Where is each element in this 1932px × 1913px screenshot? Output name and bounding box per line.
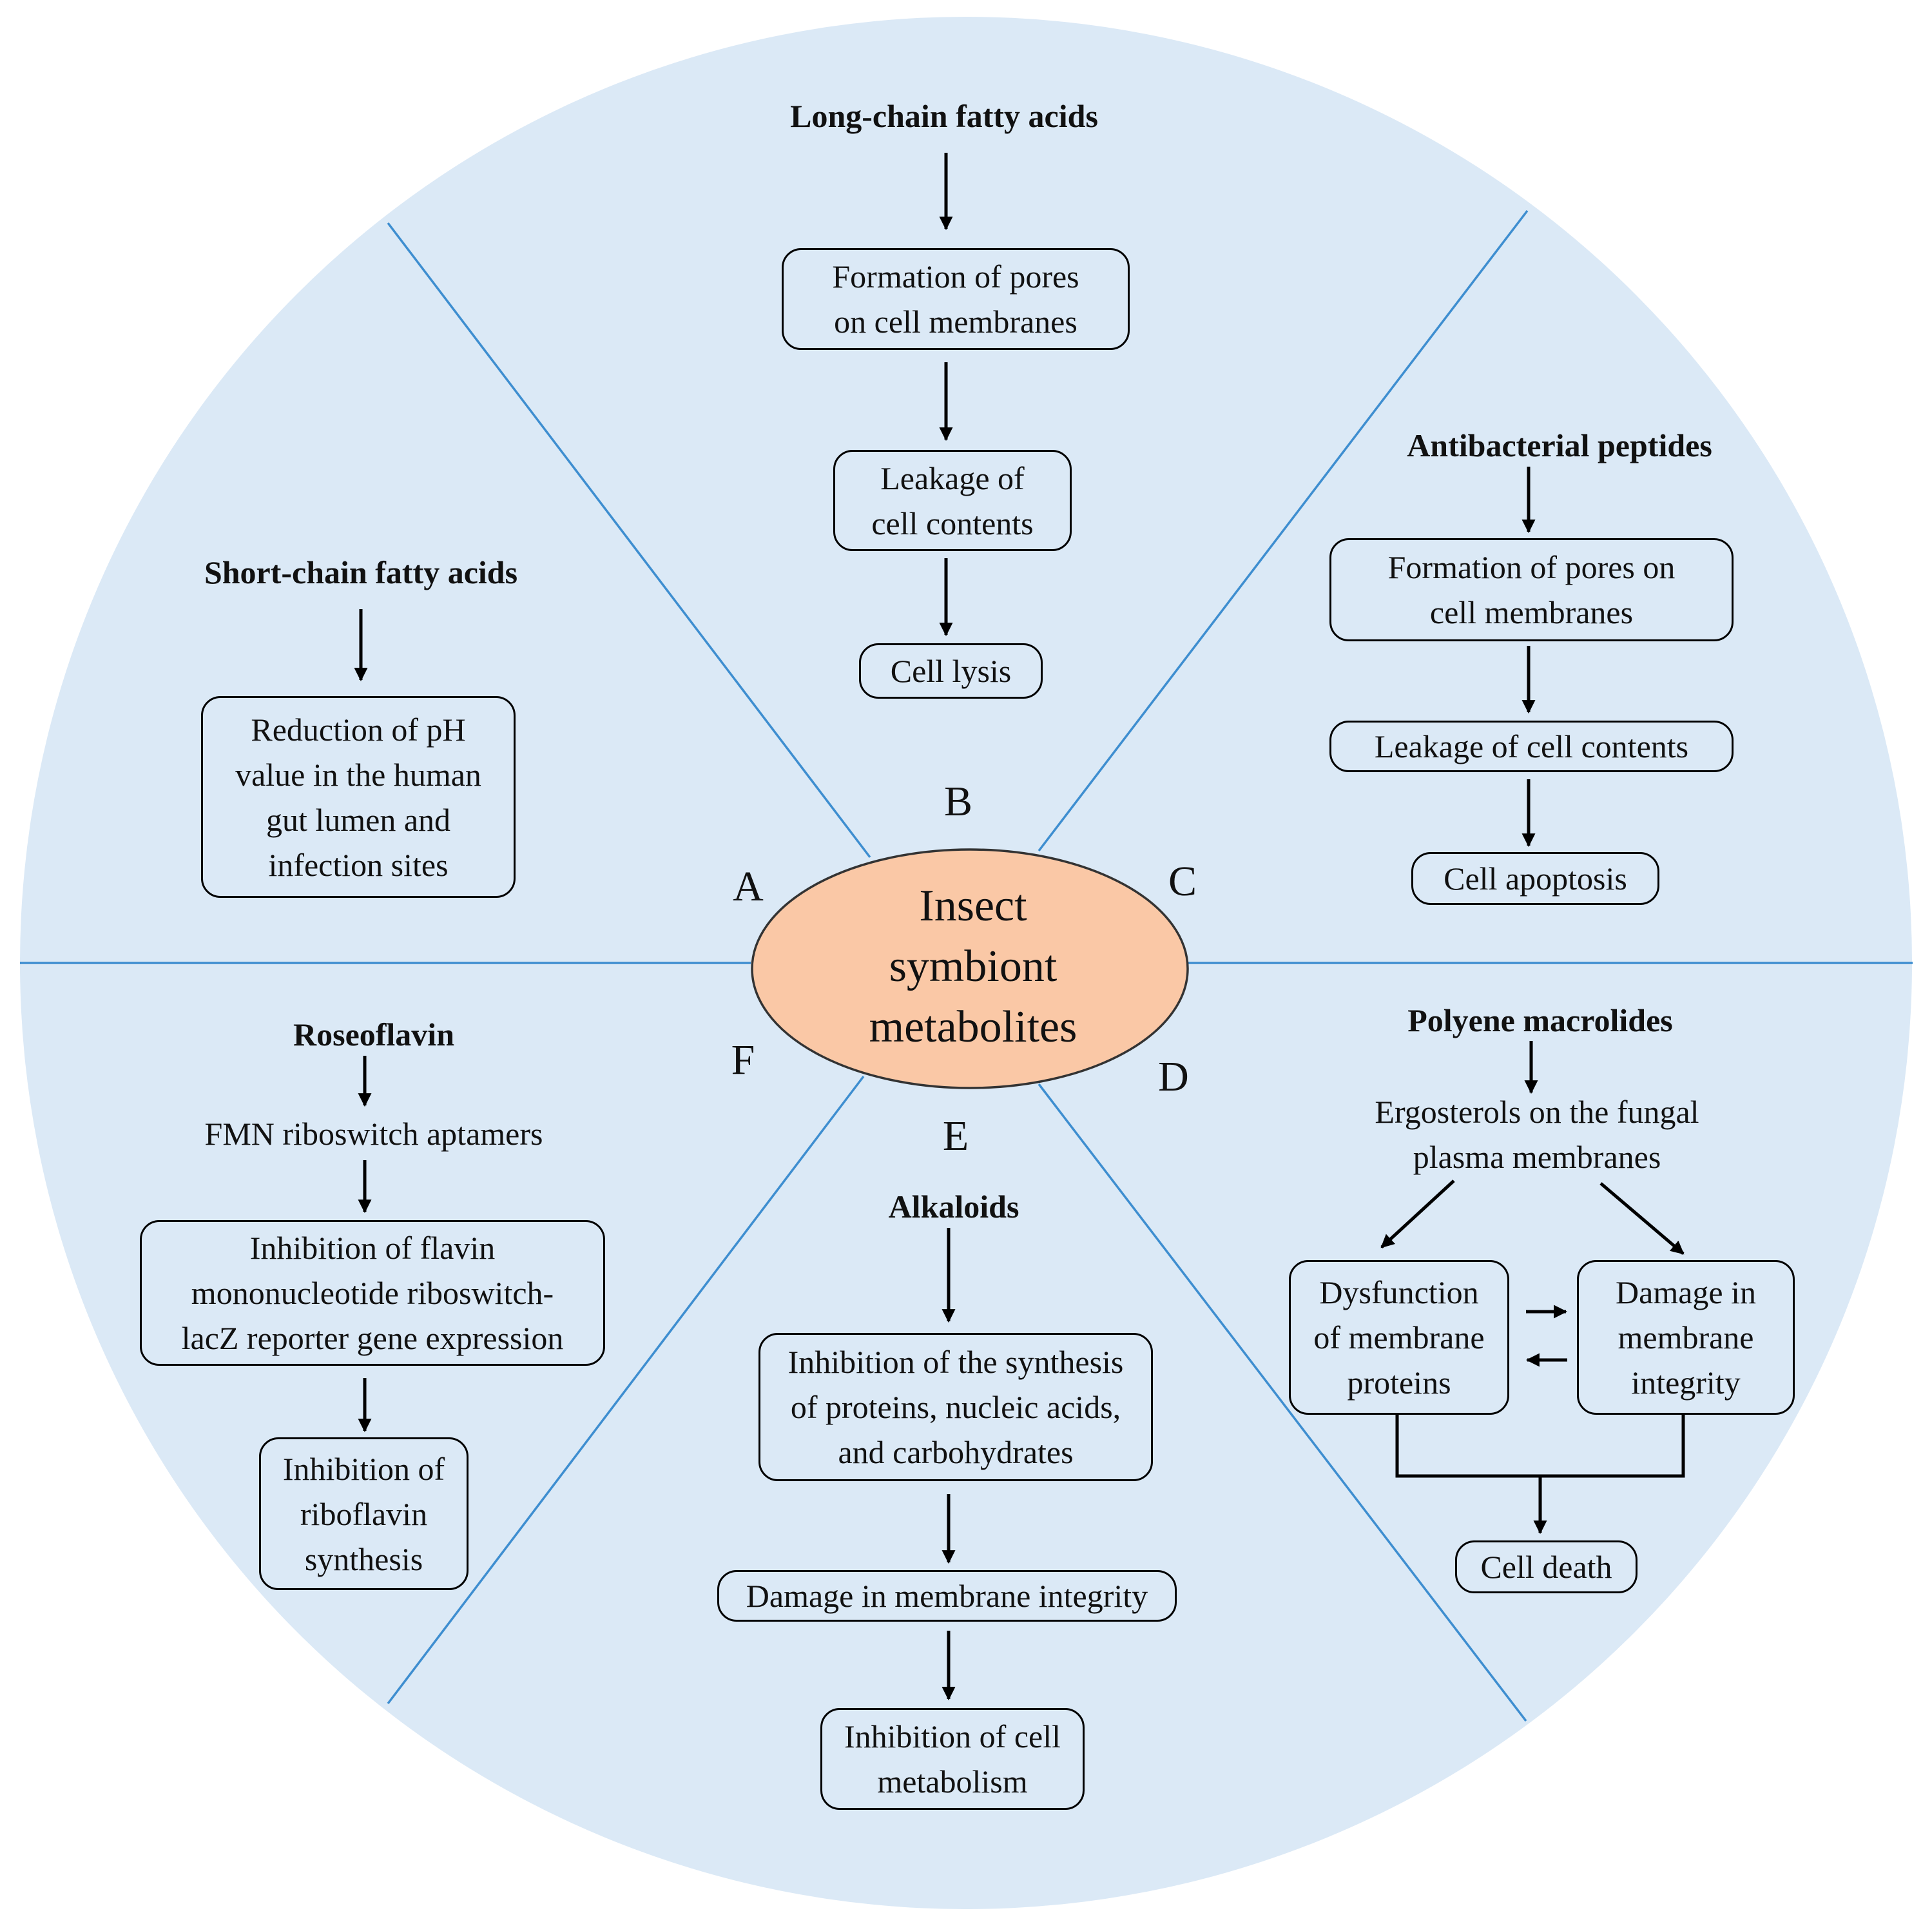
divider-lower-left (387, 1075, 865, 1705)
section-f-step-1: Inhibition of flavin mononucleotide ribo… (140, 1220, 605, 1366)
section-d-target: Ergosterols on the fungal plasma membran… (1375, 1094, 1699, 1175)
letter-c: C (1168, 858, 1197, 905)
section-b-step-1: Formation of pores on cell membranes (782, 248, 1130, 350)
section-a-heading: Short-chain fatty acids (204, 554, 518, 590)
section-d-result: Cell death (1455, 1540, 1637, 1593)
letter-b: B (943, 778, 973, 825)
letter-f: F (731, 1036, 755, 1083)
section-c-heading: Antibacterial peptides (1407, 427, 1712, 463)
section-b-step-2: Leakage of cell contents (833, 450, 1072, 551)
letter-d: D (1158, 1053, 1189, 1100)
section-e-step-1: Inhibition of the synthesis of proteins,… (758, 1333, 1153, 1481)
section-e-step-3: Inhibition of cell metabolism (820, 1708, 1085, 1810)
section-a-step-1: Reduction of pH value in the human gut l… (201, 696, 516, 898)
divider-lower-right (1038, 1083, 1527, 1722)
section-e-heading: Alkaloids (888, 1189, 1019, 1225)
sector-dividers (20, 209, 1913, 1722)
section-c-step-3: Cell apoptosis (1411, 852, 1659, 905)
section-f-heading: Roseoflavin (293, 1016, 454, 1053)
letter-e: E (942, 1112, 969, 1160)
section-f-step-2: Inhibition of riboflavin synthesis (259, 1437, 469, 1590)
letter-a: A (733, 863, 764, 910)
center-ellipse (751, 848, 1189, 1089)
arrow-d2-right (1599, 1182, 1685, 1255)
section-d-left: Dysfunction of membrane proteins (1289, 1260, 1509, 1415)
center-label: Insect symbiont metabolites (869, 881, 1077, 1052)
section-d-right: Damage in membrane integrity (1577, 1260, 1795, 1415)
section-f-target: FMN riboswitch aptamers (204, 1116, 543, 1152)
section-c-step-2: Leakage of cell contents (1329, 721, 1734, 772)
section-b-heading: Long-chain fatty acids (790, 98, 1098, 134)
section-b-step-3: Cell lysis (859, 643, 1043, 699)
section-c-step-1: Formation of pores on cell membranes (1329, 538, 1734, 641)
divider-upper-left (387, 222, 871, 859)
arrows (354, 153, 1685, 1701)
divider-upper-right (1038, 209, 1529, 852)
section-e-step-2: Damage in membrane integrity (717, 1570, 1177, 1622)
section-d-heading: Polyene macrolides (1407, 1002, 1673, 1038)
arrow-d2-left (1380, 1180, 1455, 1248)
